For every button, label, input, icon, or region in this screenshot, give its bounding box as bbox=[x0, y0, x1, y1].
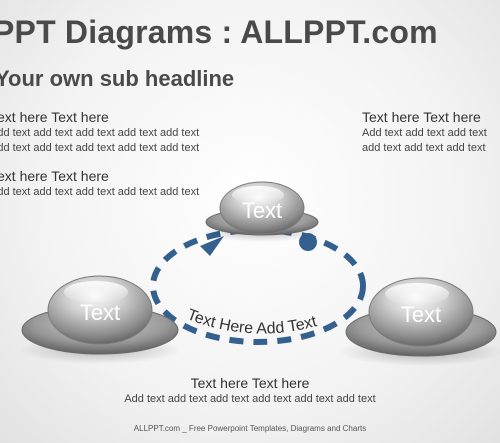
text-block-line: Add text add text add text add text add … bbox=[0, 127, 200, 139]
text-block-heading: Text here Text here bbox=[190, 375, 310, 391]
node-right: Text bbox=[339, 277, 500, 366]
text-block-bottom: Text here Text here Add text add text ad… bbox=[0, 375, 500, 407]
text-block-line: Add text add text add text add text add … bbox=[124, 393, 376, 405]
text-block-line: Add text add text add text add text add … bbox=[0, 186, 200, 198]
text-block-right-top: Text here Text here Add text add text ad… bbox=[362, 109, 487, 156]
text-block-heading: Text here Text here bbox=[362, 109, 481, 125]
node-right-label: Text bbox=[401, 302, 441, 327]
text-block-left-mid: Text here Text here Add text add text ad… bbox=[0, 168, 199, 200]
text-block-heading: Text here Text here bbox=[0, 109, 109, 125]
text-block-heading: Text here Text here bbox=[0, 168, 109, 184]
text-block-left-top: Text here Text here Add text add text ad… bbox=[0, 109, 199, 156]
text-block-line: add text add text add text bbox=[362, 142, 486, 154]
node-left-label: Text bbox=[80, 300, 120, 325]
cycle-arrow-head bbox=[200, 236, 224, 256]
text-block-line: Add text add text add text bbox=[362, 127, 487, 139]
slide-title: PPT Diagrams : ALLPPT.com bbox=[0, 14, 438, 50]
node-left: Text bbox=[18, 275, 182, 364]
cycle-label: Text Here Add Text bbox=[185, 306, 319, 337]
text-block-line: Add text add text add text add text add … bbox=[0, 142, 200, 154]
node-top: Text bbox=[202, 181, 322, 242]
slide-subtitle: Your own sub headline bbox=[0, 66, 235, 91]
footer: ALLPPT.com _ Free Powerpoint Templates, … bbox=[133, 424, 367, 433]
node-top-label: Text bbox=[242, 198, 282, 223]
